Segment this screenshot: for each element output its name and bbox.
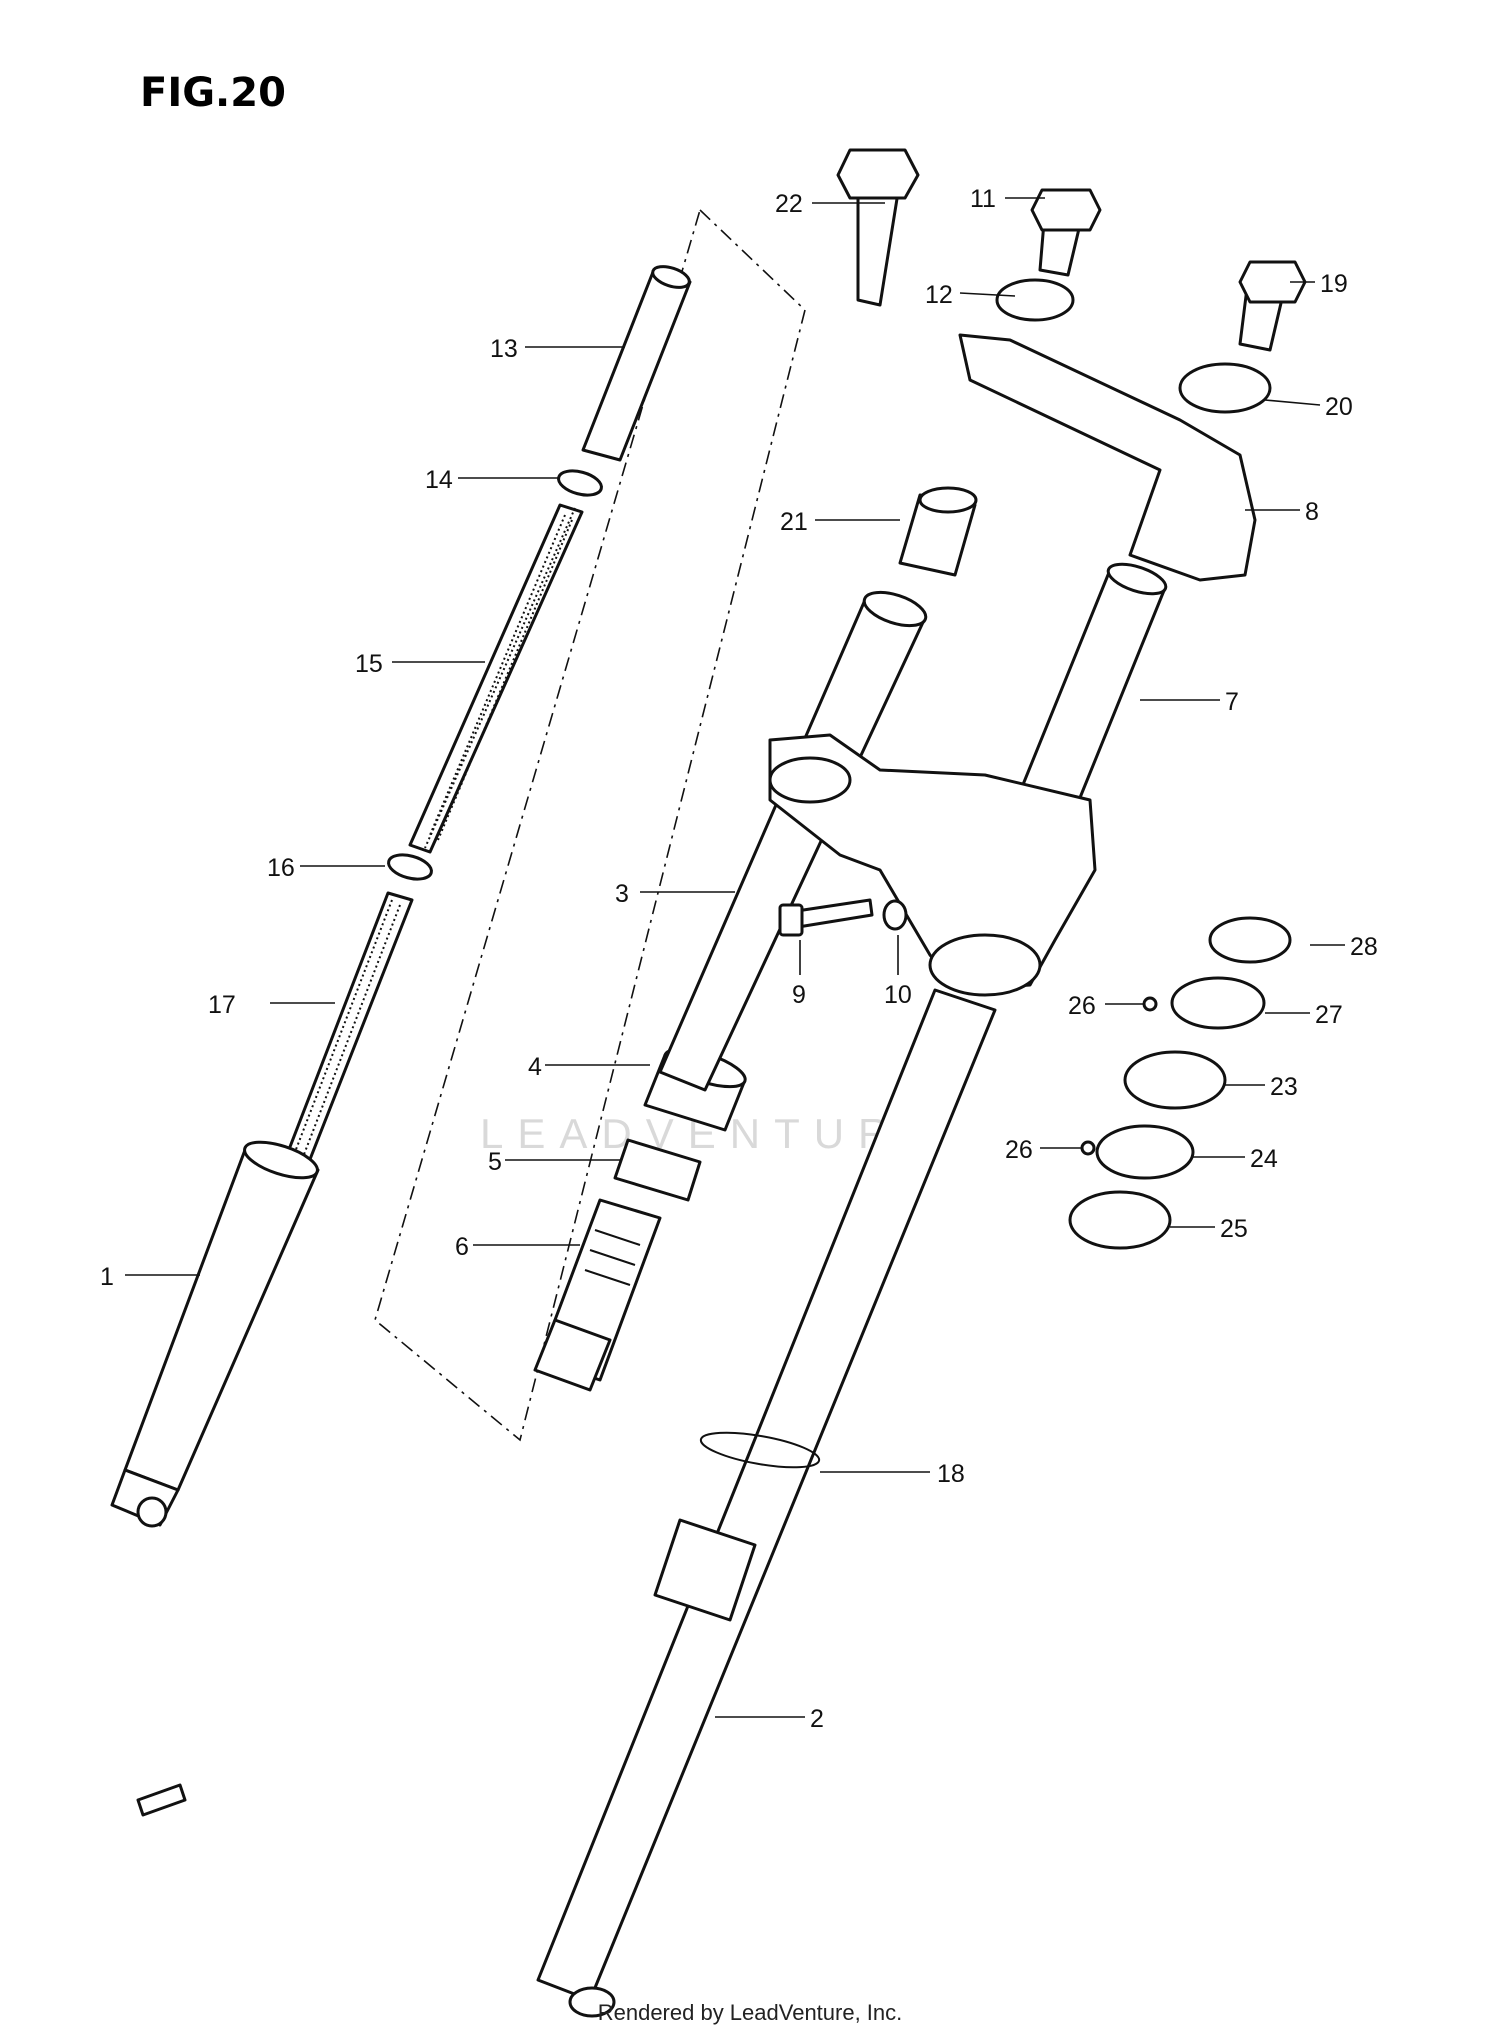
callout-17: 17 bbox=[208, 991, 236, 1019]
part-2-right-fork-tube bbox=[536, 988, 997, 2018]
callout-9: 9 bbox=[792, 981, 806, 1009]
callout-10: 10 bbox=[884, 981, 912, 1009]
part-16-washer bbox=[387, 853, 433, 881]
part-8-handlebar-bracket bbox=[958, 333, 1257, 582]
callout-8: 8 bbox=[1305, 498, 1319, 526]
callout-11: 11 bbox=[970, 185, 996, 213]
callout-14: 14 bbox=[425, 466, 453, 494]
inner-parts-dashed-outline bbox=[374, 208, 806, 1442]
part-3-inner-tube bbox=[658, 590, 928, 1092]
callout-20: 20 bbox=[1325, 393, 1353, 421]
part-13-damper-tube bbox=[581, 265, 692, 462]
bracket-lower-boss bbox=[928, 933, 1042, 997]
part-10-washer bbox=[882, 899, 908, 931]
part-9-bolt bbox=[778, 898, 874, 937]
part-22-bolt bbox=[836, 148, 920, 307]
part-20-washer bbox=[1178, 362, 1272, 414]
leader-lines bbox=[125, 197, 1345, 1718]
part-5-seal bbox=[613, 1138, 702, 1202]
part-25-seal bbox=[1068, 1190, 1172, 1250]
part-17-spring bbox=[281, 891, 414, 1174]
part-21-cap bbox=[898, 486, 978, 577]
callout-15: 15 bbox=[355, 650, 383, 678]
part-lower-bracket bbox=[768, 733, 1097, 992]
callout-4: 4 bbox=[528, 1053, 542, 1081]
part-12-washer bbox=[995, 278, 1075, 322]
part-15-spring bbox=[408, 503, 584, 854]
part-27-nut bbox=[1170, 976, 1266, 1030]
part-26-ball-upper bbox=[1142, 996, 1158, 1012]
callout-16: 16 bbox=[267, 854, 295, 882]
part-6-damper-rod bbox=[533, 1198, 662, 1392]
footer-credit: Rendered by LeadVenture, Inc. bbox=[597, 2000, 903, 2025]
callout-22: 22 bbox=[775, 190, 803, 218]
callout-2: 2 bbox=[810, 1705, 824, 1733]
callout-24: 24 bbox=[1250, 1145, 1278, 1173]
part-24-race bbox=[1095, 1124, 1195, 1180]
part-11-bolt bbox=[1030, 188, 1102, 277]
callout-25: 25 bbox=[1220, 1215, 1248, 1243]
callout-3: 3 bbox=[615, 880, 629, 908]
part-18-circlip bbox=[699, 1431, 821, 1469]
bracket-left-clamp bbox=[768, 756, 852, 804]
part-26-ball-lower bbox=[1080, 1140, 1096, 1156]
part-1-left-fork-tube bbox=[110, 1140, 320, 1528]
callout-28: 28 bbox=[1350, 933, 1378, 961]
callout-21: 21 bbox=[780, 508, 808, 536]
callout-27: 27 bbox=[1315, 1001, 1343, 1029]
direction-mark bbox=[136, 1783, 187, 1817]
callout-labels: 22 11 12 19 20 8 21 7 13 14 15 16 17 3 4… bbox=[100, 185, 1378, 1733]
part-23-race bbox=[1123, 1050, 1227, 1110]
callout-7: 7 bbox=[1225, 688, 1239, 716]
callout-26-upper: 26 bbox=[1068, 992, 1096, 1020]
part-19-bolt bbox=[1238, 260, 1307, 352]
callout-12: 12 bbox=[925, 281, 953, 309]
figure-title: FIG.20 bbox=[140, 70, 286, 116]
part-28-cover bbox=[1208, 916, 1292, 964]
part-7-steering-stem bbox=[1018, 562, 1168, 812]
part-14-washer bbox=[557, 469, 603, 497]
callout-26-lower: 26 bbox=[1005, 1136, 1033, 1164]
callout-18: 18 bbox=[937, 1460, 965, 1488]
callout-23: 23 bbox=[1270, 1073, 1298, 1101]
callout-1: 1 bbox=[100, 1263, 114, 1291]
callout-5: 5 bbox=[488, 1148, 502, 1176]
callout-6: 6 bbox=[455, 1233, 469, 1261]
callout-19: 19 bbox=[1320, 270, 1348, 298]
callout-13: 13 bbox=[490, 335, 518, 363]
